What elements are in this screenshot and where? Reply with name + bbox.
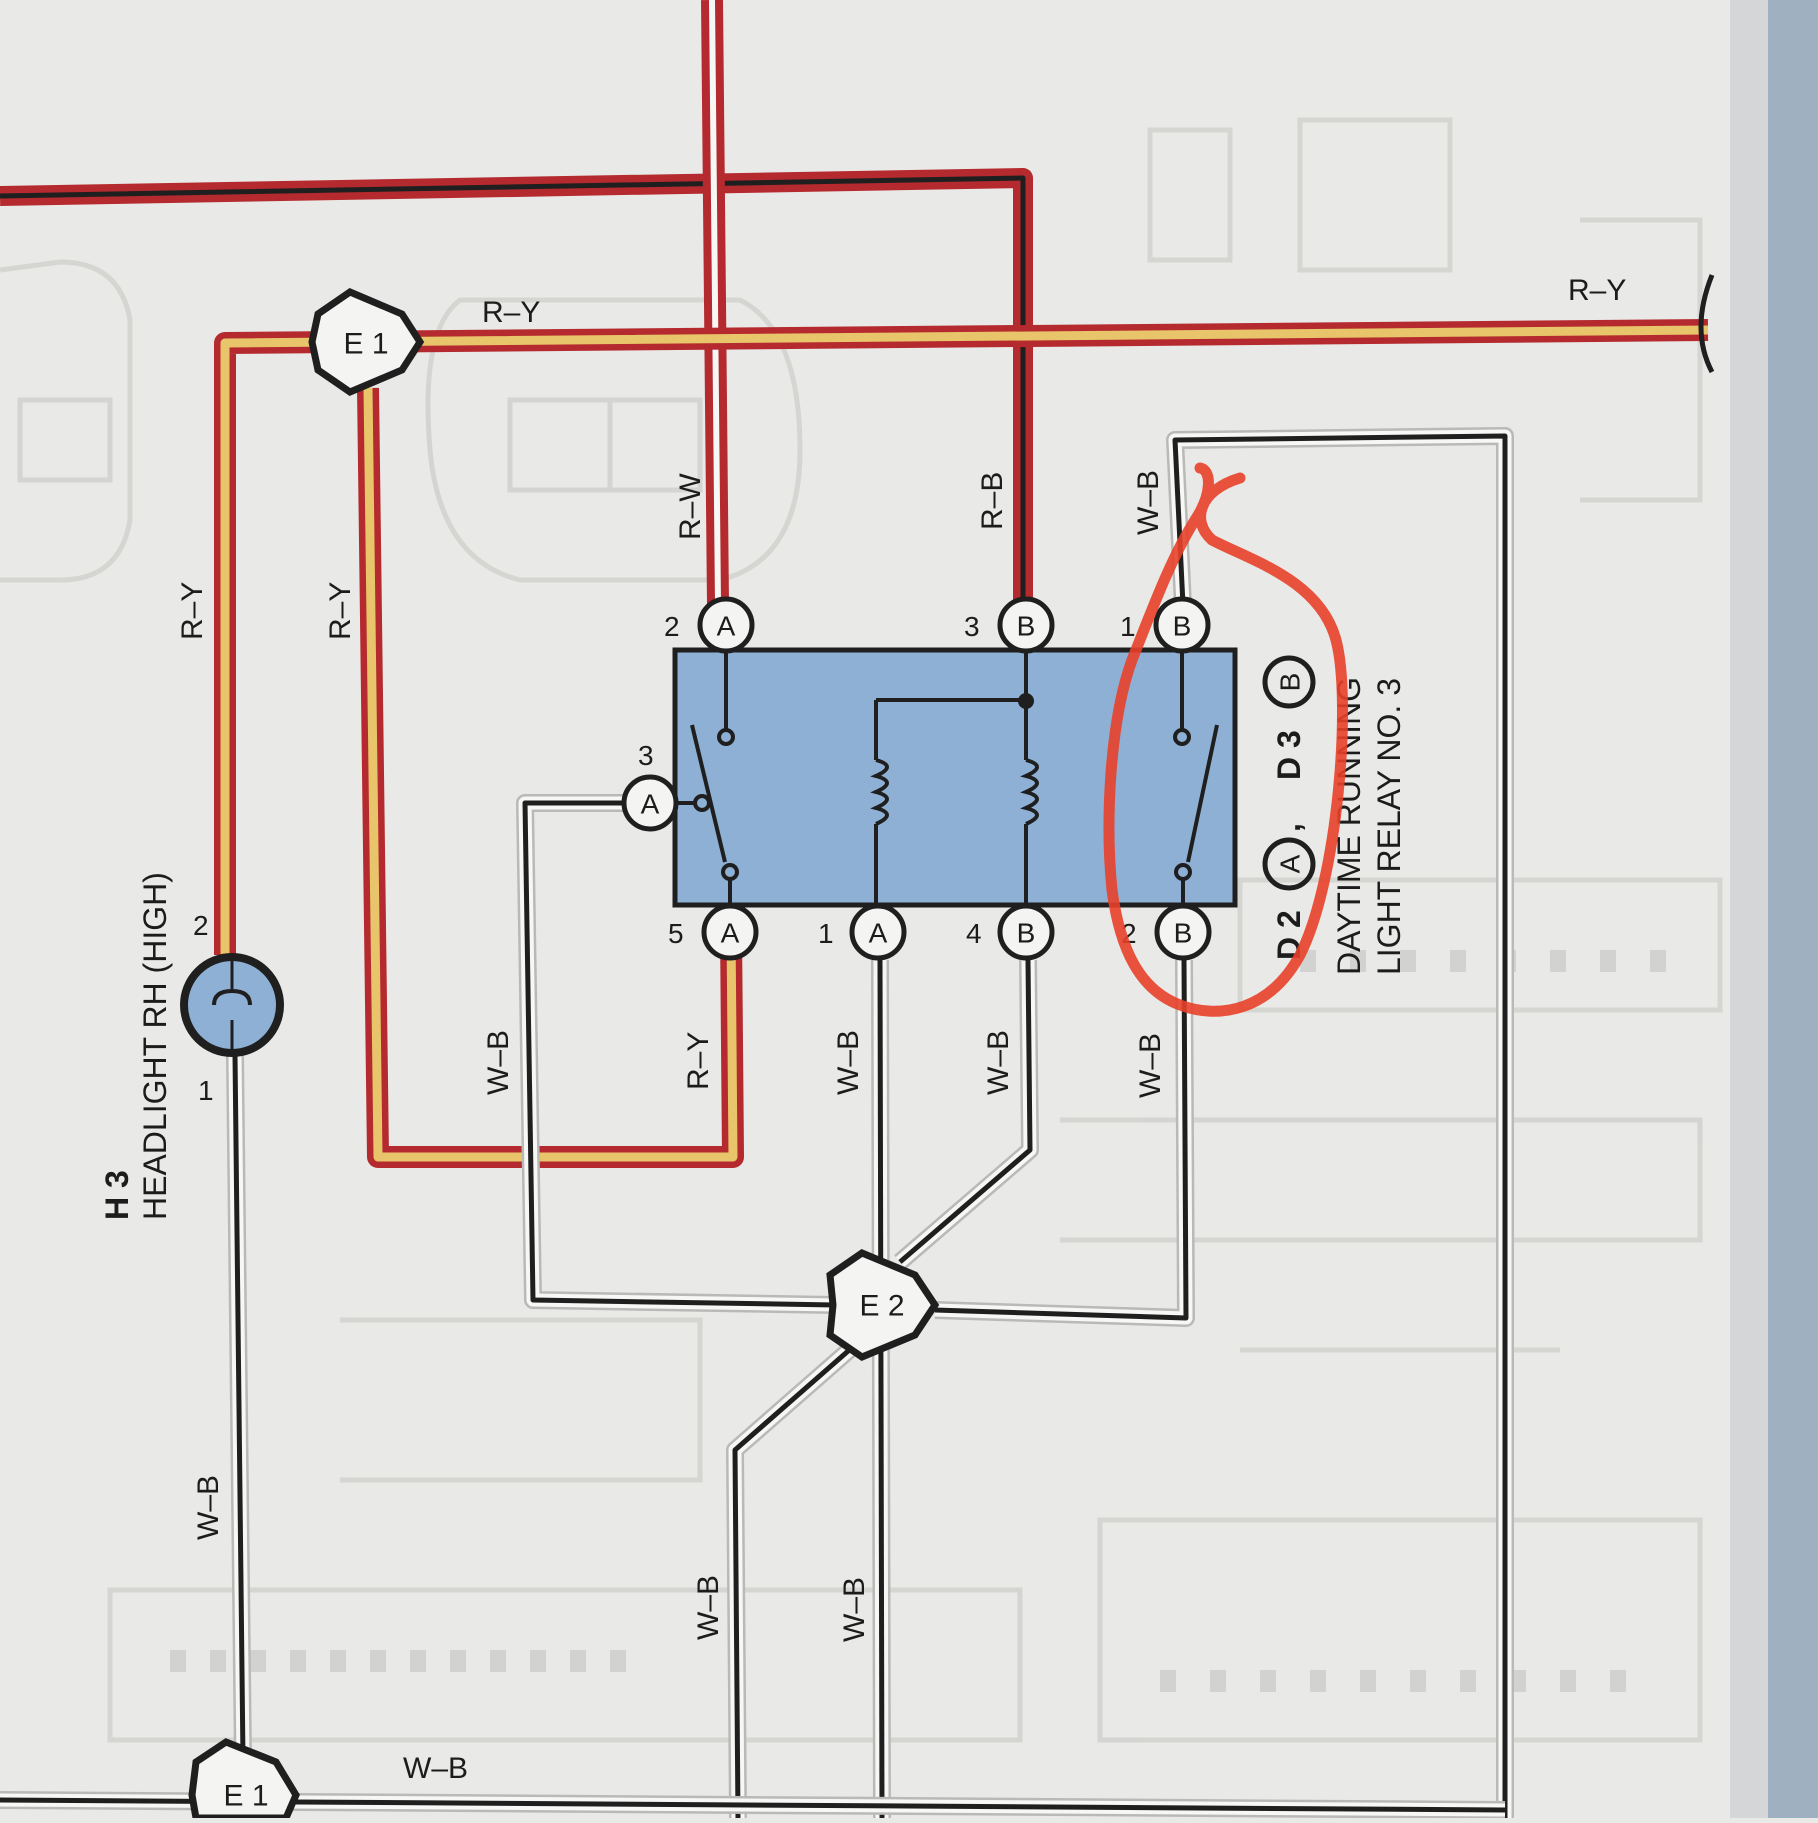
wire-label-w-b-a3: W–B [482, 1030, 515, 1095]
relay-pin-a2: A 2 [664, 596, 755, 654]
svg-text:A: A [721, 918, 740, 949]
relay-pin-a1: A 1 [818, 903, 907, 961]
page-edge-shadow [1730, 0, 1818, 1818]
relay-pin-b1: B 1 [1120, 596, 1211, 654]
headlight-pin-top: 2 [193, 910, 209, 941]
wire-label-w-b-b2: W–B [1134, 1033, 1167, 1098]
svg-text:2: 2 [664, 611, 680, 642]
wire-label-w-b-lower-mid: W–B [838, 1577, 871, 1642]
svg-text:B: B [1017, 611, 1036, 642]
svg-text:1: 1 [1120, 611, 1136, 642]
junction-e1-bottom: E 1 [188, 1738, 300, 1822]
svg-text:E 1: E 1 [343, 328, 388, 361]
wire-label-r-y-top: R–Y [482, 296, 540, 329]
relay-body [672, 647, 1238, 908]
wire-w-b [0, 427, 1514, 1819]
svg-text:B: B [1174, 918, 1193, 949]
relay-code-b: B [1275, 673, 1306, 692]
relay-pin-b2: B 2 [1121, 903, 1212, 961]
wire-label-w-b-headlight: W–B [192, 1475, 225, 1540]
svg-text:3: 3 [964, 611, 980, 642]
svg-text:B: B [1017, 918, 1036, 949]
svg-text:5: 5 [668, 918, 684, 949]
wire-label-r-w: R–W [674, 473, 707, 540]
svg-text:3: 3 [638, 740, 654, 771]
relay-switch-right [1173, 650, 1219, 905]
relay-pin-a5: A 5 [668, 903, 759, 961]
wire-break-mark [1698, 274, 1715, 374]
headlight-pin-bottom: 1 [198, 1075, 214, 1106]
svg-text:E 1: E 1 [223, 1780, 268, 1813]
relay-coil-1 [870, 698, 1026, 905]
svg-text:1: 1 [818, 918, 834, 949]
headlight-rh-high: 2 1 H 3 HEADLIGHT RH (HIGH) [99, 872, 284, 1220]
svg-text:E 2: E 2 [859, 1290, 904, 1323]
junction-e2: E 2 [826, 1249, 940, 1361]
relay-junction-dot [1018, 693, 1034, 709]
svg-text:B: B [1173, 611, 1192, 642]
svg-text:A: A [641, 789, 660, 820]
wire-label-r-y-e1: R–Y [324, 582, 357, 640]
svg-text:4: 4 [966, 918, 982, 949]
wire-label-r-y-a5: R–Y [682, 1032, 715, 1090]
relay-pin-b4: B 4 [966, 903, 1055, 961]
headlight-bulb-icon [180, 953, 284, 1057]
wire-label-w-b-b1: W–B [1132, 470, 1165, 535]
svg-text:LIGHT RELAY NO. 3: LIGHT RELAY NO. 3 [1371, 678, 1407, 975]
wire-r-y [214, 319, 1709, 1168]
wire-label-w-b-a1: W–B [832, 1030, 865, 1095]
wire-label-w-b-bottom: W–B [403, 1752, 468, 1785]
wire-label-w-b-b4: W–B [982, 1030, 1015, 1095]
relay-code-sep: , [1271, 823, 1307, 832]
daytime-running-light-relay-no-3: A 2 B 3 B 1 A 3 A 5 A 1 B [621, 596, 1407, 975]
annotation-red-circle [1103, 462, 1349, 1017]
relay-code: D 2 A , D 3 B [1262, 655, 1316, 960]
wire-label-r-y-right: R–Y [1568, 274, 1626, 307]
relay-title: DAYTIME RUNNING LIGHT RELAY NO. 3 [1331, 677, 1407, 975]
wire-label-r-b: R–B [976, 472, 1009, 530]
relay-code-d3: D 3 [1271, 730, 1307, 780]
junction-e1-top: E 1 [308, 288, 425, 396]
svg-text:A: A [869, 918, 888, 949]
relay-pin-a3: A 3 [621, 740, 679, 832]
wire-r-w [701, 0, 729, 606]
wire-label-r-y-left: R–Y [176, 582, 209, 640]
svg-text:A: A [717, 611, 736, 642]
headlight-name: HEADLIGHT RH (HIGH) [137, 872, 173, 1220]
wire-label-w-b-lower-left: W–B [692, 1575, 725, 1640]
headlight-code: H 3 [99, 1170, 135, 1220]
wire-r-b [0, 168, 1033, 605]
relay-code-a: A [1275, 854, 1306, 873]
relay-pin-b3: B 3 [964, 596, 1055, 654]
relay-switch-left [652, 650, 739, 905]
